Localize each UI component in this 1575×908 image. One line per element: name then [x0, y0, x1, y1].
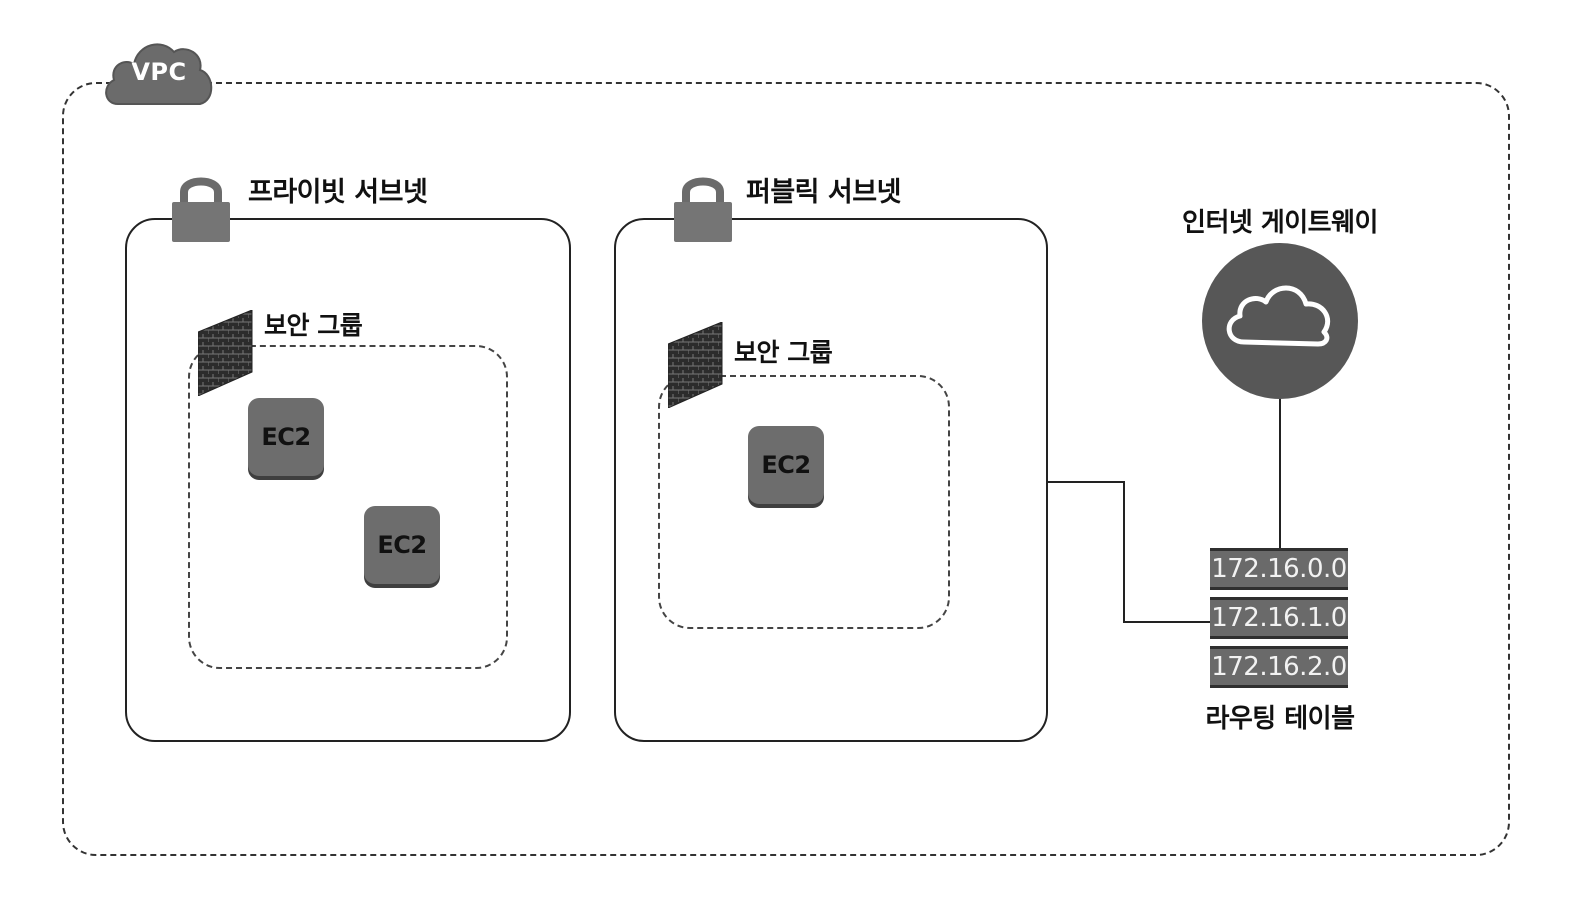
public-security-group-label: 보안 그룹	[734, 338, 833, 367]
route-entry: 172.16.0.0	[1210, 548, 1348, 590]
ec2-instance: EC2	[364, 506, 440, 584]
route-entry: 172.16.2.0	[1210, 646, 1348, 688]
firewall-icon	[198, 310, 253, 396]
cloud-icon	[1226, 285, 1331, 347]
vpc-boundary	[62, 82, 1510, 856]
internet-gateway	[1202, 243, 1358, 399]
public-subnet	[614, 218, 1048, 742]
internet-gateway-label: 인터넷 게이트웨이	[1182, 208, 1378, 238]
lock-icon	[674, 177, 732, 242]
private-security-group	[188, 345, 508, 669]
lock-icon	[172, 177, 230, 242]
public-subnet-label: 퍼블릭 서브넷	[746, 177, 901, 208]
vpc-cloud-icon	[105, 43, 213, 105]
public-security-group	[658, 375, 950, 629]
firewall-icon	[668, 322, 723, 408]
route-table-label: 라우팅 테이블	[1205, 704, 1355, 734]
ec2-instance: EC2	[748, 426, 824, 504]
ec2-instance: EC2	[248, 398, 324, 476]
private-subnet-label: 프라이빗 서브넷	[248, 177, 428, 208]
route-entry: 172.16.1.0	[1210, 597, 1348, 639]
vpc-label: VPC	[131, 58, 187, 86]
private-security-group-label: 보안 그룹	[264, 311, 363, 340]
